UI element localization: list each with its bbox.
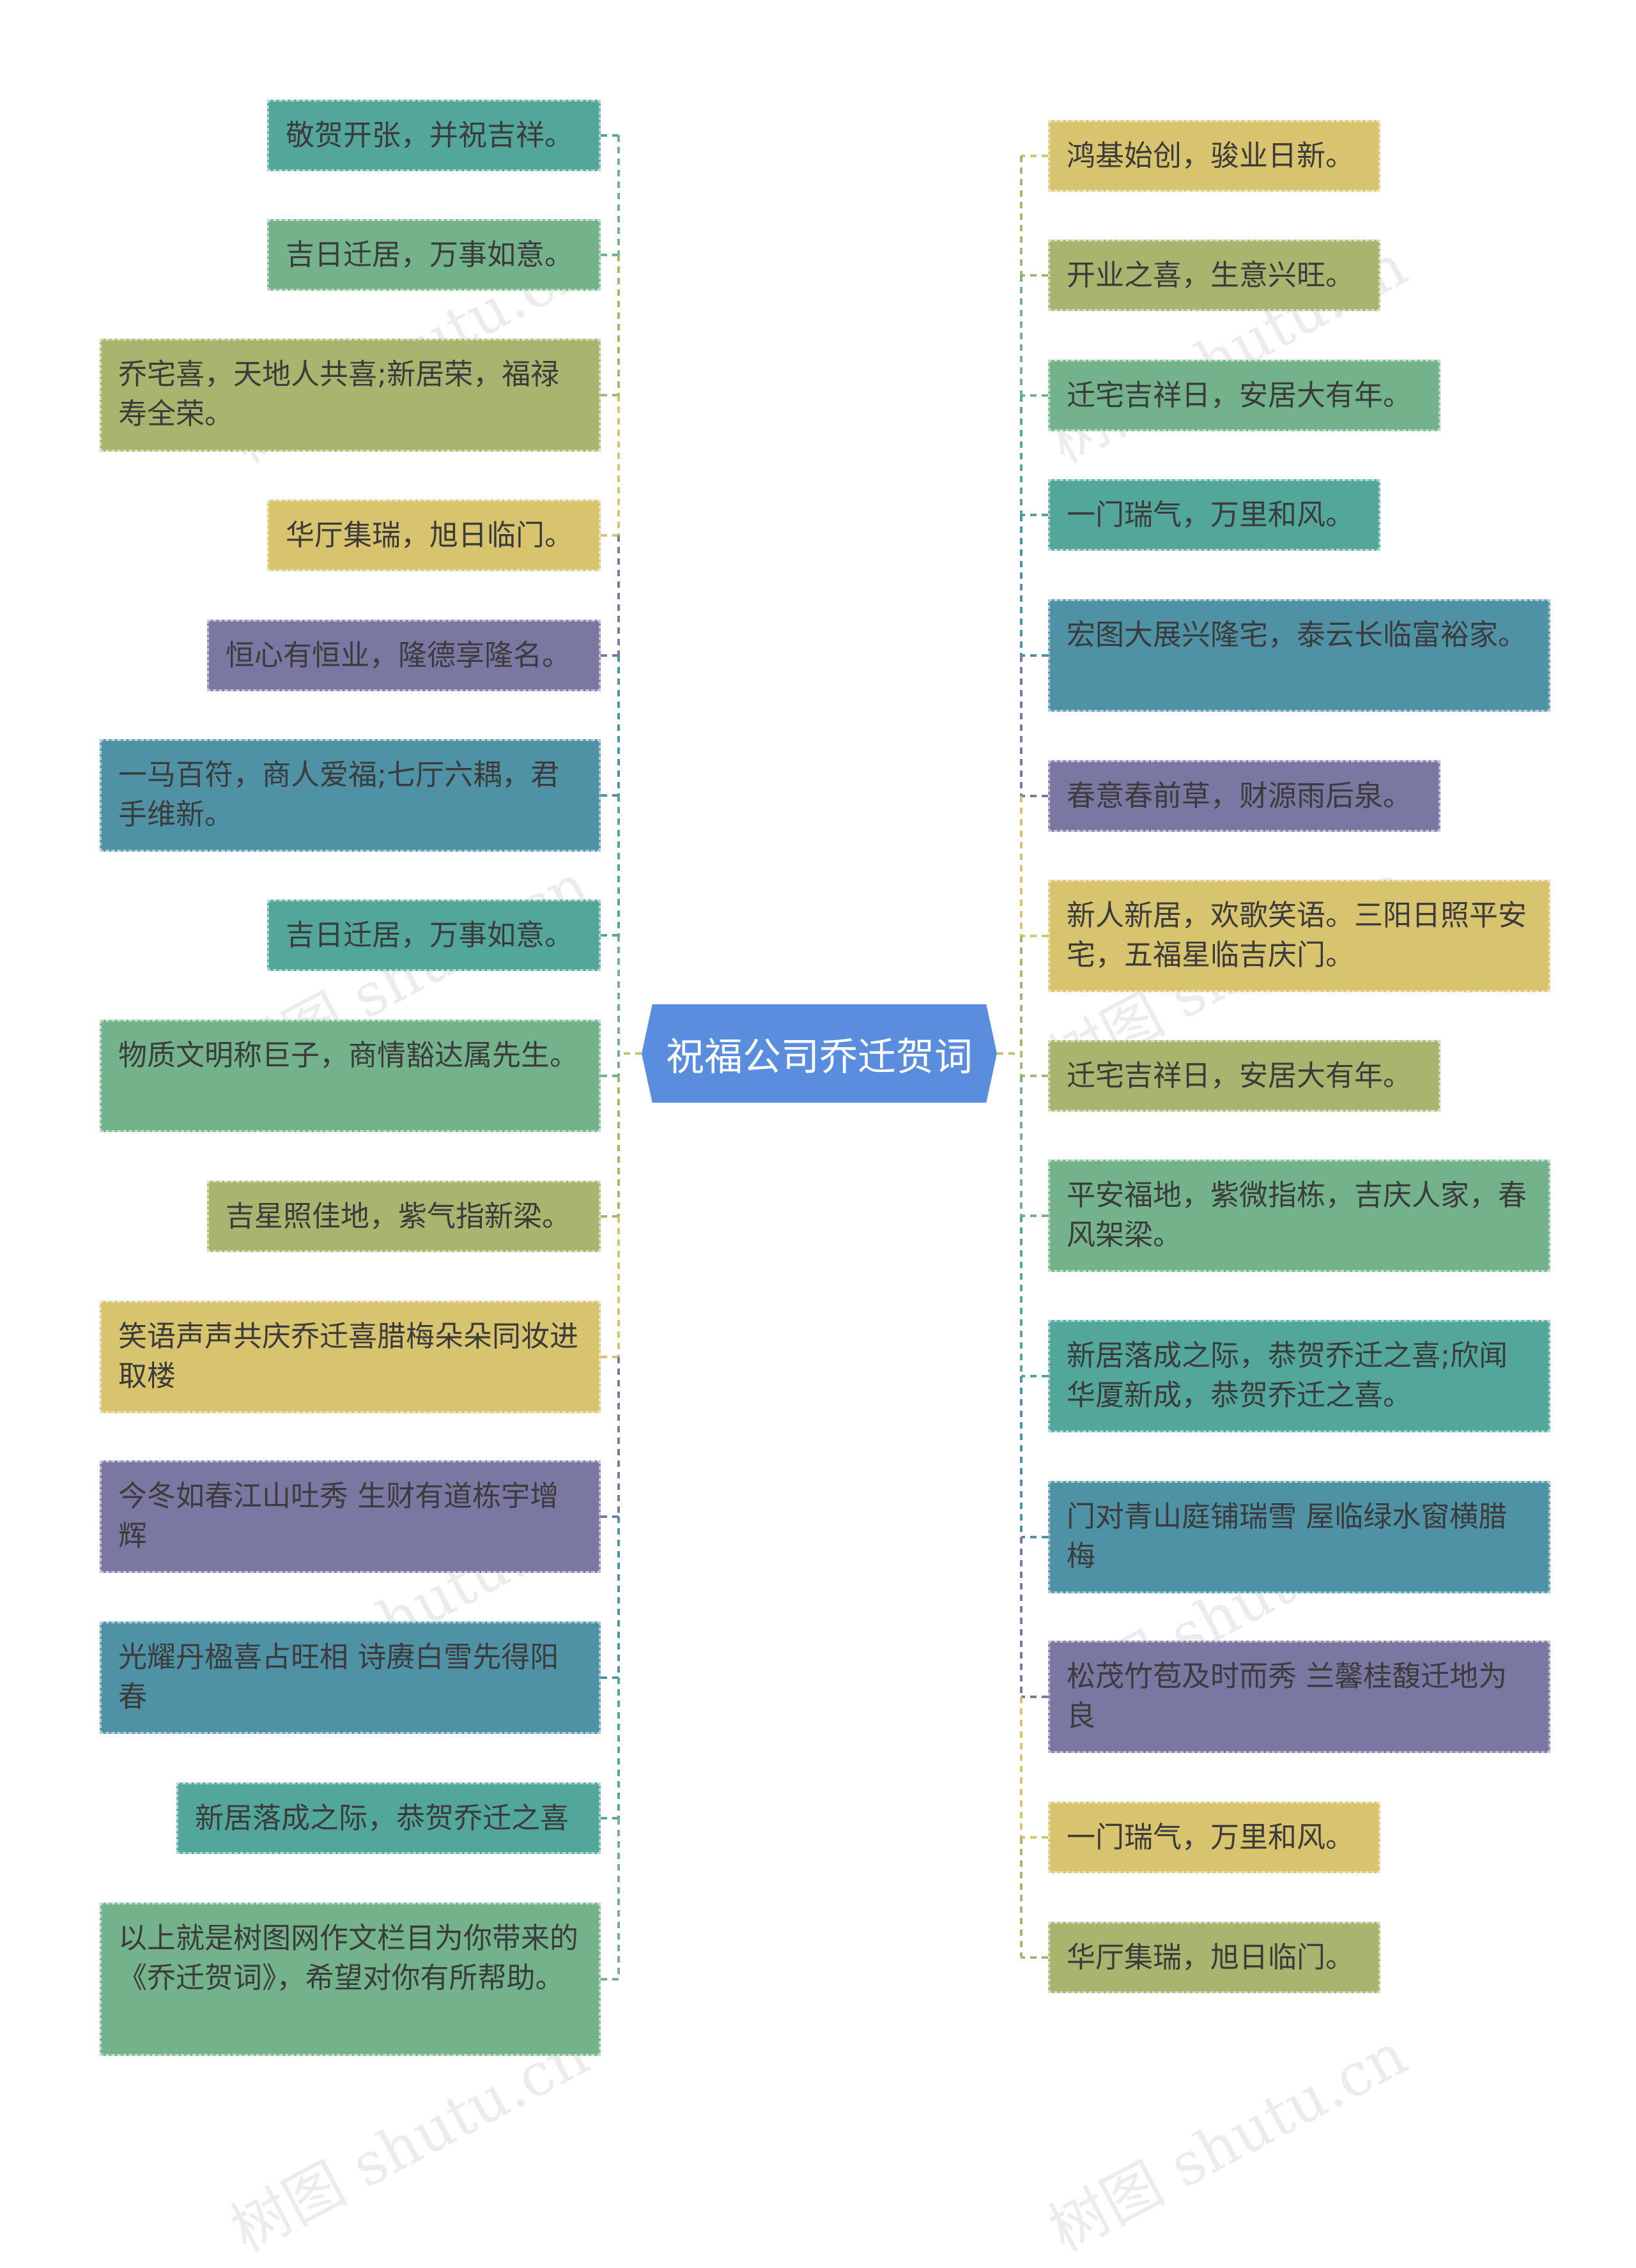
central-topic[interactable]: 祝福公司乔迁贺词	[642, 1004, 997, 1103]
left-branch-node[interactable]: 吉日迁居，万事如意。	[267, 219, 601, 291]
right-branch-node[interactable]: 一门瑞气，万里和风。	[1048, 1802, 1380, 1873]
right-branch-node[interactable]: 鸿基始创，骏业日新。	[1048, 120, 1380, 192]
left-branch-node[interactable]: 光耀丹楹喜占旺相 诗赓白雪先得阳春	[100, 1621, 601, 1734]
right-branch-node[interactable]: 门对青山庭铺瑞雪 屋临绿水窗横腊梅	[1048, 1481, 1550, 1593]
left-branch-node[interactable]: 一马百符，商人爱福;七厅六耦，君手维新。	[100, 739, 601, 852]
right-branch-node[interactable]: 一门瑞气，万里和风。	[1048, 479, 1380, 551]
right-branch-node[interactable]: 松茂竹苞及时而秀 兰馨桂馥迁地为良	[1048, 1641, 1550, 1753]
right-branch-node[interactable]: 平安福地，紫微指栋，吉庆人家，春风架梁。	[1048, 1160, 1550, 1272]
right-branch-node[interactable]: 迁宅吉祥日，安居大有年。	[1048, 360, 1440, 431]
right-branch-node[interactable]: 宏图大展兴隆宅，泰云长临富裕家。	[1048, 599, 1550, 712]
left-branch-node[interactable]: 乔宅喜，天地人共喜;新居荣，福禄寿全荣。	[100, 339, 601, 452]
left-branch-node[interactable]: 以上就是树图网作文栏目为你带来的《乔迁贺词》，希望对你有所帮助。	[100, 1903, 601, 2056]
right-branch-node[interactable]: 迁宅吉祥日，安居大有年。	[1048, 1040, 1440, 1112]
left-branch-node[interactable]: 今冬如春江山吐秀 生财有道栋宇增辉	[100, 1460, 601, 1573]
mind-map: 树图 shutu.cn 树图 shutu.cn 树图 shutu.cn 树图 s…	[100, 100, 1550, 2265]
left-branch-node[interactable]: 恒心有恒业，隆德享隆名。	[207, 620, 601, 691]
left-branch-node[interactable]: 吉星照佳地，紫气指新梁。	[207, 1181, 601, 1252]
right-branch-node[interactable]: 开业之喜，生意兴旺。	[1048, 240, 1380, 311]
left-branch-node[interactable]: 新居落成之际，恭贺乔迁之喜	[176, 1782, 601, 1854]
right-branch-node[interactable]: 新居落成之际，恭贺乔迁之喜;欣闻华厦新成，恭贺乔迁之喜。	[1048, 1320, 1550, 1432]
right-branch-node[interactable]: 华厅集瑞，旭日临门。	[1048, 1922, 1380, 1993]
left-branch-node[interactable]: 敬贺开张，并祝吉祥。	[267, 100, 601, 171]
left-branch-node[interactable]: 笑语声声共庆乔迁喜腊梅朵朵同妆进取楼	[100, 1301, 601, 1413]
left-branch-node[interactable]: 华厅集瑞，旭日临门。	[267, 500, 601, 571]
left-branch-node[interactable]: 吉日迁居，万事如意。	[267, 900, 601, 971]
connector-lines	[601, 134, 1048, 1981]
right-branch-node[interactable]: 春意春前草，财源雨后泉。	[1048, 760, 1440, 832]
right-branch-node[interactable]: 新人新居，欢歌笑语。三阳日照平安宅，五福星临吉庆门。	[1048, 880, 1550, 992]
left-branch-node[interactable]: 物质文明称巨子，商情豁达属先生。	[100, 1020, 601, 1132]
